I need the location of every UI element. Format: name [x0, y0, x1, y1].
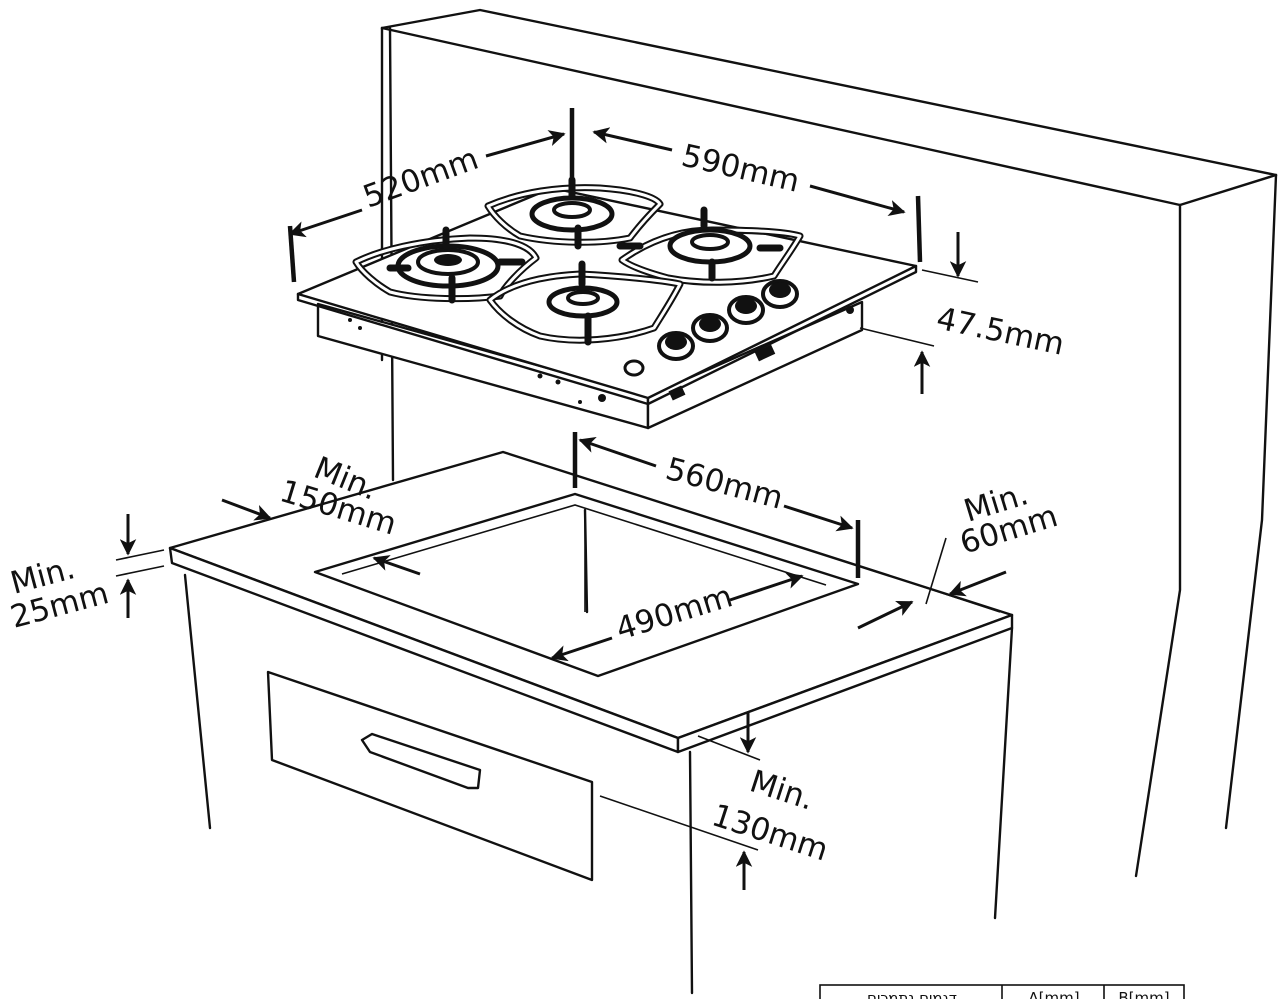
table-header-models: דגמים נתמכים [867, 989, 957, 999]
table-header-b: B[mm] [1118, 989, 1169, 999]
label-min-below-2: 130mm [708, 797, 833, 868]
cabinet [168, 450, 1014, 995]
label-hob-depth: 520mm [358, 141, 483, 216]
model-table: דגמים נתמכים A[mm] B[mm] [819, 984, 1185, 1004]
table-header-a: A[mm] [1028, 989, 1079, 999]
back-wall [380, 8, 1278, 878]
grate-fingers [386, 176, 784, 346]
label-hob-width: 590mm [678, 138, 803, 200]
dimension-lines [115, 108, 1007, 890]
apron-holes [348, 306, 854, 404]
label-hob-height: 47.5mm [933, 301, 1067, 363]
control-knobs [623, 279, 799, 377]
cooktop [296, 176, 918, 430]
label-cutout-width: 560mm [662, 451, 787, 517]
